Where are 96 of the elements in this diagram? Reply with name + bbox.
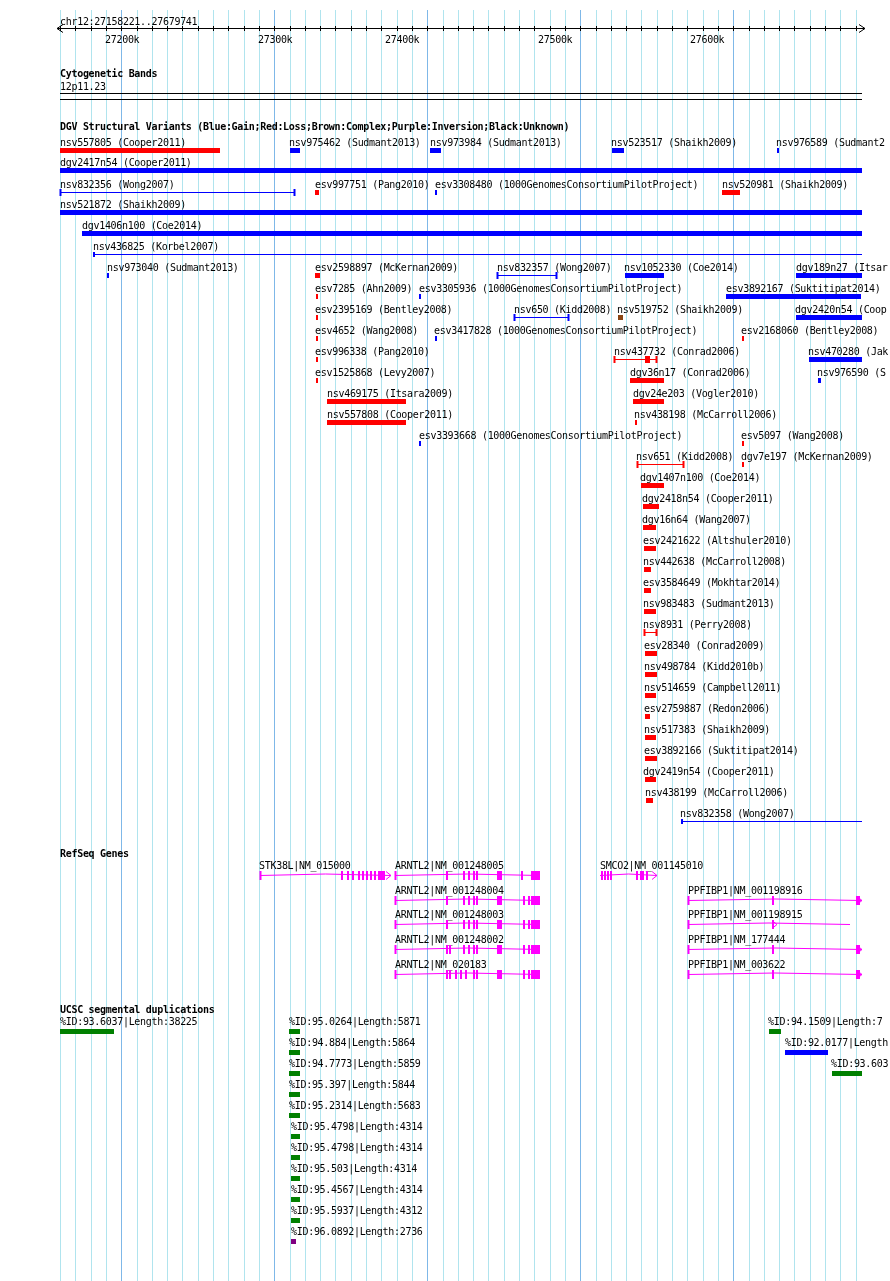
variant-label: nsv519752 (Shaikh2009) (617, 304, 743, 315)
duplication-label: %ID:94.884|Length:5864 (289, 1037, 415, 1048)
track-title: RefSeq Genes (60, 848, 129, 859)
axis-tick-label: 27500k (538, 34, 573, 45)
variant-label: esv3892166 (Suktitipat2014) (644, 745, 799, 756)
variant-label: esv3584649 (Mokhtar2014) (643, 577, 781, 588)
variant-label: esv997751 (Pang2010) (315, 179, 430, 190)
gene-label: ARNTL2|NM_020183 (395, 959, 487, 970)
variant-label: esv3308480 (1000GenomesConsortiumPilotProject) (435, 179, 699, 190)
variant-label: nsv438199 (McCarroll2006) (645, 787, 788, 798)
duplication-label: %ID:95.4798|Length:4314 (291, 1121, 423, 1132)
duplication-label: %ID:93.603 (831, 1058, 889, 1069)
duplication-label: %ID:94.1509|Length:7 (768, 1016, 883, 1027)
duplication-label: %ID:95.397|Length:5844 (289, 1079, 415, 1090)
variant-label: nsv832357 (Wong2007) (497, 262, 612, 273)
gene-label: ARNTL2|NM_001248004 (395, 885, 504, 896)
variant-label: nsv975462 (Sudmant2013) (289, 137, 421, 148)
variant-label: dgv24e203 (Vogler2010) (633, 388, 759, 399)
gene-label: PPFIBP1|NM_001198915 (688, 909, 803, 920)
coordinate-label: chr12:27158221..27679741 (60, 16, 198, 27)
variant-label: dgv36n17 (Conrad2006) (630, 367, 751, 378)
variant-label: nsv517383 (Shaikh2009) (644, 724, 770, 735)
variant-label: nsv832356 (Wong2007) (60, 179, 175, 190)
variant-label: nsv436825 (Korbel2007) (93, 241, 219, 252)
variant-label: nsv442638 (McCarroll2008) (643, 556, 786, 567)
variant-label: dgv2418n54 (Cooper2011) (642, 493, 774, 504)
variant-label: nsv1052330 (Coe2014) (624, 262, 739, 273)
variant-label: nsv438198 (McCarroll2006) (634, 409, 777, 420)
axis-tick-label: 27200k (105, 34, 140, 45)
variant-label: nsv557808 (Cooper2011) (327, 409, 453, 420)
variant-label: nsv973040 (Sudmant2013) (107, 262, 239, 273)
variant-label: nsv976589 (Sudmant2 (776, 137, 885, 148)
variant-label: esv7285 (Ahn2009) (315, 283, 413, 294)
track-title: Cytogenetic Bands (60, 68, 158, 79)
variant-label: esv996338 (Pang2010) (315, 346, 430, 357)
variant-label: nsv557805 (Cooper2011) (60, 137, 186, 148)
variant-label: nsv520981 (Shaikh2009) (722, 179, 848, 190)
duplication-label: %ID:95.2314|Length:5683 (289, 1100, 421, 1111)
variant-label: nsv523517 (Shaikh2009) (611, 137, 737, 148)
variant-label: esv2598897 (McKernan2009) (315, 262, 458, 273)
band-label: 12p11.23 (60, 81, 106, 92)
variant-label: esv3305936 (1000GenomesConsortiumPilotProject) (419, 283, 683, 294)
track-title: DGV Structural Variants (Blue:Gain;Red:Loss;Brown:Complex;Purple:Inversion;Black:Unknown) (60, 121, 570, 132)
gene-label: PPFIBP1|NM_001198916 (688, 885, 803, 896)
gene-label: ARNTL2|NM_001248003 (395, 909, 504, 920)
variant-label: dgv2420n54 (Coop (795, 304, 887, 315)
variant-label: dgv1406n100 (Coe2014) (82, 220, 203, 231)
duplication-label: %ID:94.7773|Length:5859 (289, 1058, 421, 1069)
variant-label: esv4652 (Wang2008) (315, 325, 418, 336)
gene-label: ARNTL2|NM_001248005 (395, 860, 504, 871)
duplication-label: %ID:95.4798|Length:4314 (291, 1142, 423, 1153)
variant-label: nsv983483 (Sudmant2013) (643, 598, 775, 609)
variant-label: esv1525868 (Levy2007) (315, 367, 436, 378)
gene-label: PPFIBP1|NM_003622 (688, 959, 786, 970)
axis-tick-label: 27300k (258, 34, 293, 45)
variant-label: nsv973984 (Sudmant2013) (430, 137, 562, 148)
duplication-label: %ID:96.0892|Length:2736 (291, 1226, 423, 1237)
duplication-label: %ID:93.6037|Length:38225 (60, 1016, 198, 1027)
variant-label: nsv470280 (Jak (808, 346, 889, 357)
variant-label: dgv1407n100 (Coe2014) (640, 472, 761, 483)
variant-label: esv5097 (Wang2008) (741, 430, 844, 441)
duplication-label: %ID:95.0264|Length:5871 (289, 1016, 421, 1027)
variant-label: nsv650 (Kidd2008) (514, 304, 612, 315)
variant-label: dgv16n64 (Wang2007) (642, 514, 751, 525)
duplication-label: %ID:95.4567|Length:4314 (291, 1184, 423, 1195)
axis-tick-label: 27600k (690, 34, 725, 45)
variant-label: esv3892167 (Suktitipat2014) (726, 283, 881, 294)
variant-label: nsv514659 (Campbell2011) (644, 682, 782, 693)
variant-label: esv3417828 (1000GenomesConsortiumPilotProject) (434, 325, 698, 336)
variant-label: nsv651 (Kidd2008) (636, 451, 734, 462)
variant-label: dgv2417n54 (Cooper2011) (60, 157, 192, 168)
gene-label: ARNTL2|NM_001248002 (395, 934, 504, 945)
variant-label: esv2395169 (Bentley2008) (315, 304, 453, 315)
variant-label: nsv437732 (Conrad2006) (614, 346, 740, 357)
track-title: UCSC segmental duplications (60, 1004, 215, 1015)
duplication-label: %ID:95.5937|Length:4312 (291, 1205, 423, 1216)
variant-label: esv28340 (Conrad2009) (644, 640, 765, 651)
variant-label: esv2168060 (Bentley2008) (741, 325, 879, 336)
gene-label: PPFIBP1|NM_177444 (688, 934, 786, 945)
duplication-label: %ID:92.0177|Length (785, 1037, 888, 1048)
variant-label: nsv469175 (Itsara2009) (327, 388, 453, 399)
variant-label: nsv521872 (Shaikh2009) (60, 199, 186, 210)
variant-label: dgv2419n54 (Cooper2011) (643, 766, 775, 777)
gene-label: STK38L|NM_015000 (259, 860, 351, 871)
variant-label: nsv498784 (Kidd2010b) (644, 661, 765, 672)
variant-label: nsv976590 (S (817, 367, 886, 378)
variant-label: nsv832358 (Wong2007) (680, 808, 795, 819)
variant-label: esv2421622 (Altshuler2010) (643, 535, 792, 546)
variant-label: dgv189n27 (Itsar (796, 262, 888, 273)
variant-label: esv3393668 (1000GenomesConsortiumPilotProject) (419, 430, 683, 441)
duplication-label: %ID:95.503|Length:4314 (291, 1163, 417, 1174)
variant-label: dgv7e197 (McKernan2009) (741, 451, 873, 462)
variant-label: nsv8931 (Perry2008) (643, 619, 752, 630)
gene-label: SMCO2|NM_001145010 (600, 860, 703, 871)
variant-label: esv2759887 (Redon2006) (644, 703, 770, 714)
axis-tick-label: 27400k (385, 34, 420, 45)
